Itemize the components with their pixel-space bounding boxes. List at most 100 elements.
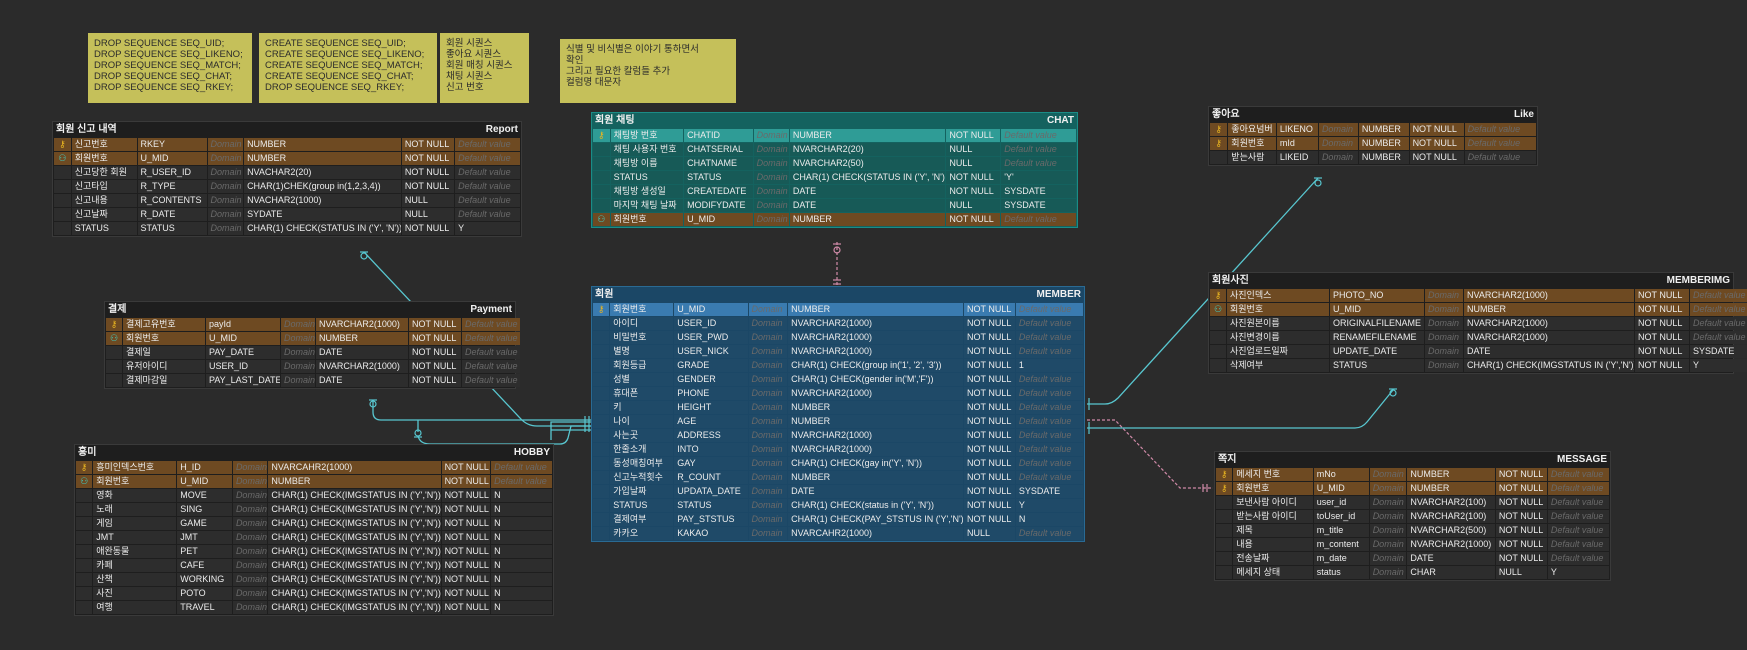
column-physical-name: R_DATE: [137, 208, 207, 221]
column-physical-name: CAFE: [177, 559, 232, 572]
column-domain: Domain: [232, 461, 268, 474]
key-cell: [593, 143, 610, 156]
column-nullability: NOT NULL: [441, 531, 491, 544]
column-physical-name: POTO: [177, 587, 232, 600]
column-nullability: NOT NULL: [946, 129, 1001, 142]
column-physical-name: RKEY: [137, 138, 207, 151]
column-type: NVARCHAR2(50): [789, 157, 946, 170]
column-type: CHAR(1) CHECK(gender in('M','F')): [788, 373, 964, 386]
key-cell: ⚷: [54, 138, 71, 151]
key-cell: [54, 208, 71, 221]
column-default: Default value: [1464, 137, 1536, 150]
key-cell: [593, 443, 610, 456]
column-domain: Domain: [753, 185, 789, 198]
key-icon: ⚷: [110, 319, 118, 329]
column-logical-name: 흥미인덱스번호: [93, 461, 177, 474]
entity-table-name: CHAT: [1046, 115, 1074, 126]
key-cell: [593, 513, 610, 526]
column-nullability: NOT NULL: [964, 331, 1015, 344]
